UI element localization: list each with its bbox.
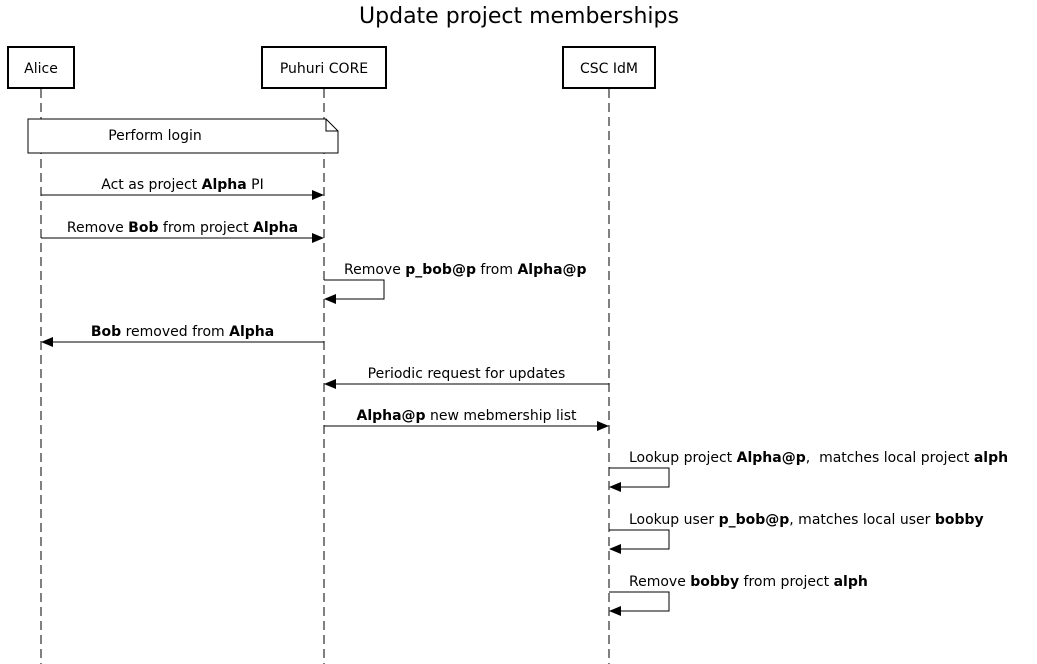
message-label-part: bobby bbox=[935, 512, 984, 528]
participant-box bbox=[7, 46, 75, 89]
note-text: Perform login bbox=[108, 128, 202, 144]
lifelines bbox=[40, 89, 610, 664]
message-label-part: , matches local user bbox=[789, 512, 935, 528]
message-label: Alpha@p new mebmership list bbox=[356, 408, 577, 424]
note: Perform login bbox=[27, 118, 339, 154]
message-label-part: p_bob@p bbox=[719, 512, 790, 528]
message-label-part: from project bbox=[158, 220, 253, 236]
message-label-part: Alpha@p bbox=[356, 408, 425, 424]
message-label-part: Remove bbox=[67, 220, 128, 236]
message-label-part: alph bbox=[834, 574, 868, 590]
message-label-part: bobby bbox=[690, 574, 739, 590]
participant-box bbox=[562, 46, 656, 89]
message-label: Remove p_bob@p from Alpha@p bbox=[344, 262, 587, 278]
message-label-part: Bob bbox=[128, 220, 158, 236]
message-7: Lookup project Alpha@p, matches local pr… bbox=[609, 450, 1008, 492]
message-label: Periodic request for updates bbox=[368, 366, 566, 382]
message-label-part: Alpha@p bbox=[737, 450, 806, 466]
self-message-arrow bbox=[609, 591, 670, 616]
note-box bbox=[27, 118, 339, 154]
message-label-part: PI bbox=[247, 177, 264, 193]
message-6: Alpha@p new mebmership list bbox=[324, 408, 609, 431]
message-label-part: Remove bbox=[344, 262, 405, 278]
message-label-part: new mebmership list bbox=[426, 408, 577, 424]
message-label: Remove bobby from project alph bbox=[629, 574, 868, 590]
messages: Act as project Alpha PI Remove Bob from p… bbox=[41, 177, 1008, 616]
message-label-part: removed from bbox=[121, 324, 229, 340]
self-message-arrow bbox=[609, 529, 670, 554]
message-label: Lookup project Alpha@p, matches local pr… bbox=[629, 450, 1008, 466]
message-4: Bob removed from Alpha bbox=[41, 324, 324, 347]
message-label-part: Alpha bbox=[253, 220, 298, 236]
message-label-part: , matches local project bbox=[806, 450, 974, 466]
message-2: Remove Bob from project Alpha bbox=[41, 220, 324, 243]
message-label-part: Alpha bbox=[202, 177, 247, 193]
message-label-part: p_bob@p bbox=[405, 262, 476, 278]
message-label-part: from project bbox=[739, 574, 834, 590]
message-5: Periodic request for updates bbox=[324, 366, 609, 389]
note-fold bbox=[325, 119, 338, 132]
diagram-title: Update project memberships bbox=[359, 4, 679, 29]
message-label-part: from bbox=[476, 262, 517, 278]
participant-idm: CSC IdM bbox=[562, 46, 656, 89]
participant-label: Alice bbox=[24, 61, 58, 77]
participants: Alice Puhuri CORE CSC IdM bbox=[7, 46, 656, 89]
message-label: Bob removed from Alpha bbox=[91, 324, 274, 340]
message-1: Act as project Alpha PI bbox=[41, 177, 324, 200]
participant-label: Puhuri CORE bbox=[280, 61, 368, 77]
participant-box bbox=[261, 46, 387, 89]
message-label-part: Bob bbox=[91, 324, 121, 340]
message-3: Remove p_bob@p from Alpha@p bbox=[324, 262, 587, 304]
message-label-part: Periodic request for updates bbox=[368, 366, 566, 382]
self-message-arrow bbox=[324, 279, 385, 304]
message-9: Remove bobby from project alph bbox=[609, 574, 868, 616]
message-label-part: Alpha@p bbox=[517, 262, 586, 278]
message-label-part: Lookup project bbox=[629, 450, 737, 466]
message-label-part: Act as project bbox=[101, 177, 201, 193]
message-label-part: Remove bbox=[629, 574, 690, 590]
message-8: Lookup user p_bob@p, matches local user … bbox=[609, 512, 984, 554]
participant-label: CSC IdM bbox=[580, 61, 638, 77]
self-message-arrow bbox=[609, 467, 670, 492]
participant-alice: Alice bbox=[7, 46, 75, 89]
message-label: Act as project Alpha PI bbox=[101, 177, 263, 193]
message-label-part: Lookup user bbox=[629, 512, 719, 528]
message-label-part: alph bbox=[974, 450, 1008, 466]
message-label-part: Alpha bbox=[229, 324, 274, 340]
message-label: Remove Bob from project Alpha bbox=[67, 220, 298, 236]
message-label: Lookup user p_bob@p, matches local user … bbox=[629, 512, 984, 528]
participant-core: Puhuri CORE bbox=[261, 46, 387, 89]
